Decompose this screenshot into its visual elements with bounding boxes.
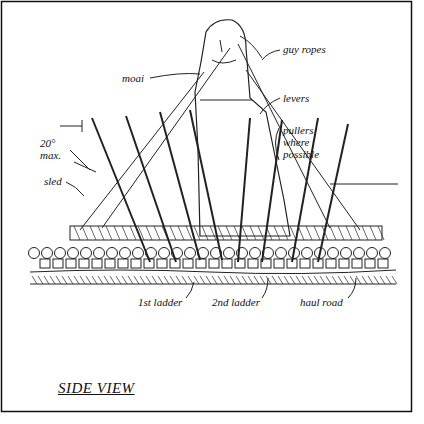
- note-label: pullers where possible: [283, 124, 335, 160]
- log: [367, 248, 378, 259]
- ladder-rung: [365, 259, 375, 268]
- bracket: [276, 128, 280, 160]
- ladder-rung: [326, 259, 336, 268]
- log: [354, 248, 365, 259]
- ladder-rung: [287, 259, 297, 268]
- ladder-rung: [339, 259, 349, 268]
- ladder-rung: [313, 259, 323, 268]
- log: [172, 248, 183, 259]
- part-label: haul road: [300, 296, 343, 308]
- ladder-rung: [53, 259, 63, 268]
- ladder-rung: [66, 259, 76, 268]
- leader-line: [330, 184, 398, 185]
- log: [198, 248, 209, 259]
- ladder-rung: [118, 259, 128, 268]
- part-label: sled: [44, 175, 62, 187]
- ground-hatch: [32, 276, 397, 284]
- log: [94, 248, 105, 259]
- ladder-rung: [235, 259, 245, 268]
- leader-line: [260, 98, 280, 114]
- ladder-rung: [40, 259, 50, 268]
- moai-detail: [200, 40, 252, 100]
- ladder-rung: [144, 259, 154, 268]
- sled-hatch: [74, 226, 384, 240]
- log: [211, 248, 222, 259]
- label: guy ropes: [283, 43, 326, 55]
- log: [224, 248, 235, 259]
- ladder-rung: [352, 259, 362, 268]
- ladder-rung: [274, 259, 284, 268]
- leader-line: [262, 278, 268, 298]
- guy-rope: [80, 36, 360, 230]
- ladder-rung: [170, 259, 180, 268]
- log: [146, 248, 157, 259]
- leader-line: [186, 282, 194, 298]
- ladder-rung: [300, 259, 310, 268]
- log: [42, 248, 53, 259]
- angle-label: 20° max.: [40, 137, 70, 161]
- ladder-rung: [209, 259, 219, 268]
- log: [81, 248, 92, 259]
- haul-road: [30, 270, 396, 284]
- ladder-rung: [261, 259, 271, 268]
- part-label: 1st ladder: [138, 296, 182, 308]
- log: [159, 248, 170, 259]
- view-title: SIDE VIEW: [58, 380, 135, 397]
- frame: [2, 2, 412, 412]
- leader-line: [348, 278, 356, 298]
- angle-mark: [60, 120, 96, 172]
- log: [68, 248, 79, 259]
- ladder-rung: [157, 259, 167, 268]
- log: [55, 248, 66, 259]
- log: [133, 248, 144, 259]
- part-label: moai: [122, 72, 144, 84]
- log: [302, 248, 313, 259]
- ladder-logs: [29, 248, 391, 269]
- ladder-rung: [105, 259, 115, 268]
- leader-line: [262, 50, 280, 60]
- log: [237, 248, 248, 259]
- lever: [92, 110, 348, 262]
- log: [276, 248, 287, 259]
- log: [328, 248, 339, 259]
- log: [250, 248, 261, 259]
- ladder-rung: [79, 259, 89, 268]
- leader-line: [66, 182, 84, 196]
- part-label: 2nd ladder: [212, 296, 260, 308]
- ladder-rung: [222, 259, 232, 268]
- log: [380, 248, 391, 259]
- ladder-rung: [378, 259, 388, 268]
- log: [315, 248, 326, 259]
- log: [341, 248, 352, 259]
- label: levers: [283, 92, 309, 104]
- ladder-rung: [183, 259, 193, 268]
- log: [185, 248, 196, 259]
- ladder-rung: [92, 259, 102, 268]
- log: [289, 248, 300, 259]
- log: [263, 248, 274, 259]
- ladder-rung: [248, 259, 258, 268]
- leader-line: [150, 74, 200, 79]
- ladder-rung: [196, 259, 206, 268]
- log: [107, 248, 118, 259]
- log: [120, 248, 131, 259]
- log: [29, 248, 40, 259]
- ladder-rung: [131, 259, 141, 268]
